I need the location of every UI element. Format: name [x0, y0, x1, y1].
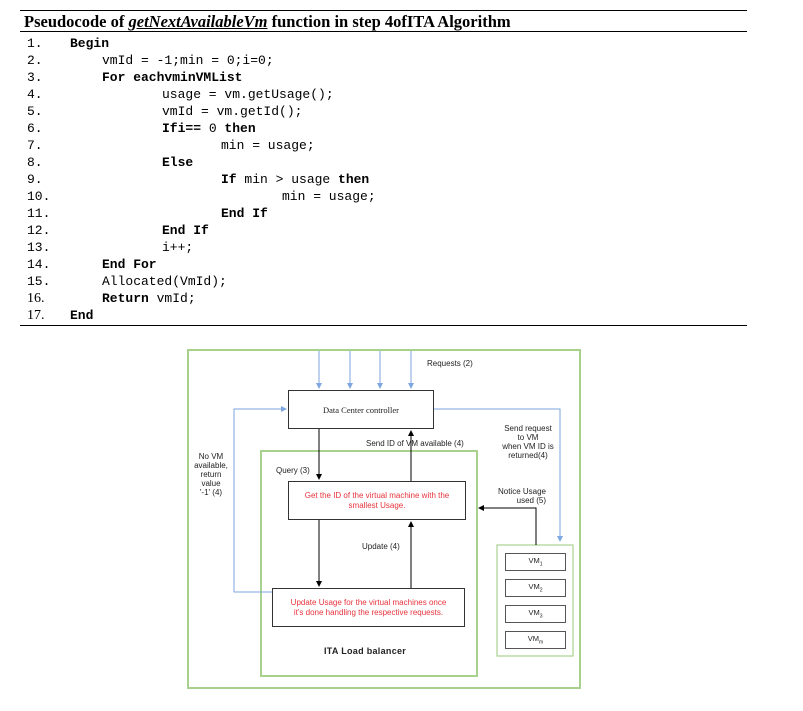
code-line: 12. End If: [20, 222, 747, 239]
code-line: 17. End: [20, 307, 747, 324]
vm-box: VM1: [505, 553, 566, 571]
line-number: 10.: [27, 189, 51, 204]
title-suffix: function in step 4ofITA Algorithm: [267, 12, 511, 31]
label-line: returned(4): [508, 451, 548, 460]
line-number: 3.: [27, 70, 43, 85]
label-line: available,: [194, 461, 228, 470]
label-line: Notice Usage: [497, 487, 546, 496]
title-prefix: Pseudocode of: [24, 12, 129, 31]
code-text: Ifi== 0 then: [162, 121, 256, 136]
code-text: vmId = vm.getId();: [162, 104, 303, 119]
line-number: 12.: [27, 223, 51, 238]
label-line: used (5): [516, 496, 546, 505]
line-number: 7.: [27, 138, 43, 153]
send-request-arrow: [434, 408, 563, 542]
code-line: 6. Ifi== 0 then: [20, 120, 747, 137]
code-text: min = usage;: [282, 189, 376, 204]
code-line: 10. min = usage;: [20, 188, 747, 205]
code-text: End If: [162, 223, 209, 238]
code-line: 4. usage = vm.getUsage();: [20, 86, 747, 103]
line-number: 17.: [27, 308, 45, 323]
line-number: 2.: [27, 53, 43, 68]
get-smallest-usage-vm-box: Get the ID of the virtual machine with t…: [288, 481, 466, 520]
line-number: 11.: [27, 206, 51, 221]
query-label: Query (3): [276, 466, 310, 475]
label-line: to VM: [517, 433, 539, 442]
line-number: 13.: [27, 240, 51, 255]
code-text: i++;: [162, 240, 194, 255]
code-text: min = usage;: [221, 138, 315, 153]
code-line: 16. Return vmId;: [20, 290, 747, 307]
code-text: usage = vm.getUsage();: [162, 87, 334, 102]
code-line: 8. Else: [20, 154, 747, 171]
line-number: 1.: [27, 36, 43, 51]
label-line: value: [201, 479, 221, 488]
line-number: 8.: [27, 155, 43, 170]
notice-usage-arrow: [478, 505, 537, 545]
code-line: 15. Allocated(VmId);: [20, 273, 747, 290]
update-usage-box: Update Usage for the virtual machines on…: [272, 588, 465, 627]
pseudocode-body: 1. Begin 2. vmId = -1;min = 0;i=0; 3. For eac…: [20, 35, 747, 324]
label-line: Send request: [504, 424, 552, 433]
code-text: End: [70, 308, 94, 323]
code-text: Allocated(VmId);: [102, 274, 227, 289]
label-line: '-1' (4): [199, 488, 223, 497]
algorithm-table: Pseudocode of getNextAvailableVm functio…: [20, 10, 747, 326]
label-line: return: [200, 470, 222, 479]
dc-controller-label: Data Center controller: [323, 404, 399, 415]
code-text: For eachvminVMList: [102, 70, 243, 85]
line-number: 5.: [27, 104, 43, 119]
code-line: 13. i++;: [20, 239, 747, 256]
code-line: 9. If min > usage then: [20, 171, 747, 188]
send-id-label: Send ID of VM available (4): [366, 439, 464, 448]
load-balancer-title: ITA Load balancer: [324, 646, 407, 656]
requests-label: Requests (2): [427, 359, 473, 368]
box-text: Update Usage for the virtual machines on…: [290, 598, 447, 617]
code-line: 7. min = usage;: [20, 137, 747, 154]
code-text: Else: [162, 155, 194, 170]
line-number: 14.: [27, 257, 51, 272]
code-line: 3. For eachvminVMList: [20, 69, 747, 86]
no-vm-feedback-arrow: [233, 406, 287, 593]
box-text: Get the ID of the virtual machine with t…: [304, 491, 450, 510]
code-line: 2. vmId = -1;min = 0;i=0;: [20, 52, 747, 69]
code-line: 11. End If: [20, 205, 747, 222]
vm-box: VM2: [505, 579, 566, 597]
code-line: 1. Begin: [20, 35, 747, 52]
update-label: Update (4): [362, 542, 400, 551]
code-text: End If: [221, 206, 268, 221]
algorithm-title: Pseudocode of getNextAvailableVm functio…: [20, 11, 747, 32]
line-number: 16.: [27, 291, 45, 306]
line-number: 6.: [27, 121, 43, 136]
title-function-name: getNextAvailableVm: [128, 12, 268, 31]
code-text: Begin: [70, 36, 110, 51]
vm-box: VM3: [505, 605, 566, 623]
code-line: 14. End For: [20, 256, 747, 273]
line-number: 4.: [27, 87, 43, 102]
label-line: when VM ID is: [502, 442, 554, 451]
code-text: If min > usage then: [221, 172, 370, 187]
line-number: 9.: [27, 172, 43, 187]
code-line: 5. vmId = vm.getId();: [20, 103, 747, 120]
line-number: 15.: [27, 274, 51, 289]
code-text: vmId = -1;min = 0;i=0;: [102, 53, 274, 68]
data-center-controller-box: Data Center controller: [288, 390, 434, 429]
load-balancer-frame: [260, 450, 478, 677]
code-text: Return vmId;: [102, 291, 196, 306]
code-text: End For: [102, 257, 157, 272]
outer-datacenter-frame: [187, 349, 581, 689]
vm-box: VMm: [505, 631, 566, 649]
vm-panel-frame: [496, 544, 574, 657]
label-line: No VM: [198, 452, 224, 461]
